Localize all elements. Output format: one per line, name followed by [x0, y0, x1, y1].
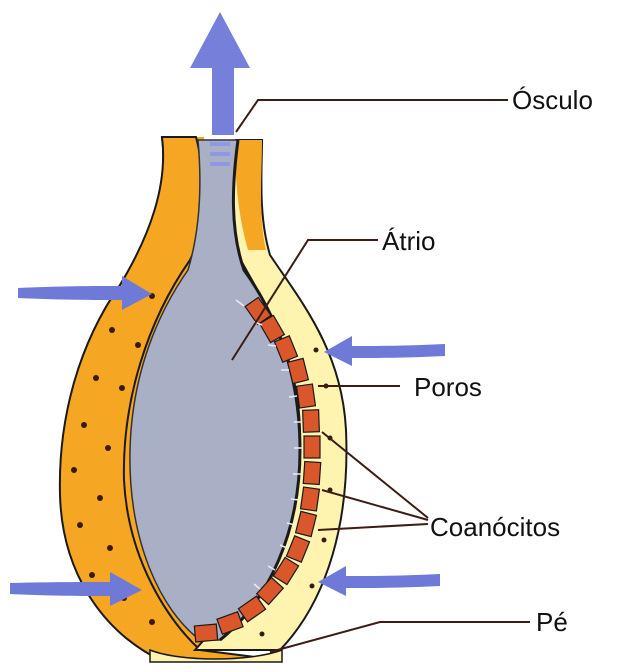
pore: [119, 385, 125, 391]
pore: [81, 422, 87, 428]
outflow-arrow-icon: [190, 12, 250, 135]
pore: [71, 467, 77, 473]
label-osculo: Ósculo: [512, 85, 593, 115]
label-poros: Poros: [414, 372, 482, 402]
label-atrio: Átrio: [382, 226, 435, 256]
inflow-arrow-icon: [318, 566, 440, 596]
osculo-leader: [236, 100, 508, 132]
label-pe: Pé: [536, 607, 568, 637]
inflow-arrow-icon: [324, 336, 445, 366]
cell: [303, 410, 320, 433]
label-coanocitos: Coanócitos: [430, 512, 560, 542]
cell: [194, 624, 217, 642]
pore: [314, 348, 319, 353]
pore: [93, 375, 99, 381]
pore: [260, 632, 265, 637]
cell: [297, 384, 316, 408]
pore: [107, 545, 113, 551]
pore: [97, 495, 103, 501]
pore: [89, 572, 95, 578]
cell: [301, 487, 320, 511]
pore: [105, 445, 111, 451]
pore: [109, 327, 115, 333]
pore: [77, 522, 83, 528]
cell: [304, 436, 320, 458]
outflow-trail-icon: [210, 142, 230, 166]
pore: [135, 342, 141, 348]
pe-leader: [270, 622, 530, 652]
pore: [310, 584, 315, 589]
pore: [322, 538, 327, 543]
cell: [303, 461, 320, 484]
pore: [149, 619, 155, 625]
